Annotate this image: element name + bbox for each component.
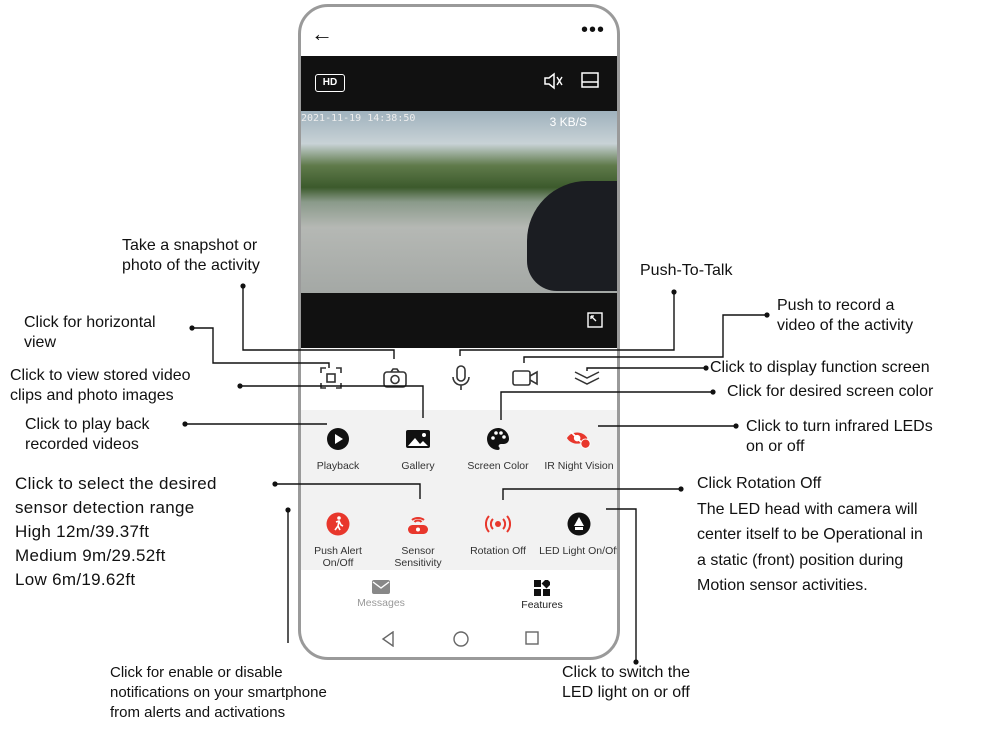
microphone-icon[interactable] <box>447 364 475 392</box>
mute-icon[interactable] <box>543 72 563 95</box>
annotation-line: High 12m/39.37ft <box>15 522 150 541</box>
tab-bar: Messages Features <box>301 572 617 622</box>
phone-mockup: ← ••• HD 2021-11-19 14:38:50 3 KB/S <box>298 4 620 660</box>
annotation-line: Motion sensor activities. <box>697 577 868 594</box>
eye-off-icon <box>566 426 592 452</box>
annotation-line: recorded videos <box>25 436 139 453</box>
signal-icon <box>485 511 511 537</box>
control-bar <box>301 350 617 408</box>
annotation-horizontal-view: Click for horizontal view <box>24 313 156 353</box>
record-video-icon[interactable] <box>511 364 539 392</box>
led-icon <box>566 511 592 537</box>
feature-rotation[interactable]: Rotation Off <box>458 511 538 557</box>
annotation-line: sensor detection range <box>15 498 195 517</box>
annotation-line: clips and photo images <box>10 387 174 404</box>
annotation-line: Click to switch the <box>562 664 691 681</box>
play-circle-icon <box>325 426 351 452</box>
feature-playback[interactable]: Playback <box>301 426 378 472</box>
feature-label: Screen Color <box>467 460 529 472</box>
annotation-playback: Click to play back recorded videos <box>25 415 150 455</box>
expand-chevron-icon[interactable] <box>573 364 601 392</box>
tab-label: Messages <box>357 597 405 609</box>
annotation-line: Medium 9m/29.52ft <box>15 546 166 565</box>
more-options-icon[interactable]: ••• <box>580 19 605 41</box>
back-arrow-icon[interactable]: ← <box>311 21 333 46</box>
annotation-push-to-talk: Push-To-Talk <box>640 262 733 279</box>
annotation-line: view <box>24 334 57 351</box>
car-in-feed <box>527 181 617 291</box>
feature-label: LED Light On/Off <box>539 545 619 557</box>
annotation-screen-color: Click for desired screen color <box>727 383 934 400</box>
fullscreen-icon[interactable] <box>587 312 603 333</box>
feature-push-alert[interactable]: Push Alert On/Off <box>301 511 378 569</box>
annotation-line: from alerts and activations <box>110 704 286 721</box>
annotation-sensor-range: Click to select the desired sensor detec… <box>15 472 217 592</box>
feature-sensor-sensitivity[interactable]: Sensor Sensitivity <box>378 511 458 569</box>
snapshot-camera-icon[interactable] <box>381 364 409 392</box>
features-panel: Playback Gallery Screen Color IR Night V… <box>301 410 617 570</box>
system-nav-bar <box>301 625 617 657</box>
feature-label: Gallery <box>401 460 435 472</box>
tab-label: Features <box>521 599 563 611</box>
walking-person-icon <box>325 511 351 537</box>
annotation-function-screen: Click to display function screen <box>710 359 930 376</box>
envelope-icon <box>341 580 421 597</box>
grid-icon <box>502 578 582 599</box>
video-timestamp: 2021-11-19 14:38:50 <box>301 113 416 124</box>
data-rate: 3 KB/S <box>549 115 587 129</box>
nav-back-icon[interactable] <box>381 630 395 652</box>
annotation-line: notifications on your smartphone <box>110 684 327 701</box>
feature-led-light[interactable]: LED Light On/Off <box>539 511 619 557</box>
sensor-icon <box>405 511 431 537</box>
horizontal-view-icon[interactable] <box>317 364 345 392</box>
top-bar: ← ••• <box>301 7 617 55</box>
feature-label: Playback <box>316 460 360 472</box>
annotation-line: Click to play back <box>25 416 150 433</box>
annotation-record: Push to record a video of the activity <box>777 296 913 336</box>
annotation-led-switch: Click to switch the LED light on or off <box>562 663 690 703</box>
nav-home-icon[interactable] <box>453 631 469 652</box>
annotation-line: The LED head with camera will <box>697 500 918 518</box>
feature-label: Rotation Off <box>470 545 526 557</box>
annotation-line: Click for enable or disable <box>110 664 283 681</box>
feature-label: Sensor Sensitivity <box>394 545 442 569</box>
annotation-notifications: Click for enable or disable notification… <box>110 663 327 723</box>
tab-features[interactable]: Features <box>502 578 582 611</box>
annotation-line: a static (front) position during <box>697 551 904 569</box>
nav-recents-icon[interactable] <box>525 631 539 650</box>
hd-badge[interactable]: HD <box>315 74 345 92</box>
annotation-line: on or off <box>746 438 805 455</box>
annotation-line: Take a snapshot or <box>122 237 258 254</box>
feature-gallery[interactable]: Gallery <box>378 426 458 472</box>
annotation-line: Click Rotation Off <box>697 475 822 492</box>
annotation-line: Push to record a <box>777 297 895 314</box>
annotation-line: Low 6m/19.62ft <box>15 570 136 589</box>
camera-feed: 2021-11-19 14:38:50 3 KB/S <box>301 111 617 293</box>
video-panel: HD 2021-11-19 14:38:50 3 KB/S <box>301 56 617 348</box>
annotation-line: Click to turn infrared LEDs <box>746 418 933 435</box>
layout-icon[interactable] <box>581 72 599 93</box>
annotation-infrared: Click to turn infrared LEDs on or off <box>746 417 933 457</box>
annotation-line: Click to view stored video <box>10 367 191 384</box>
tab-messages[interactable]: Messages <box>341 580 421 609</box>
feature-screen-color[interactable]: Screen Color <box>458 426 538 472</box>
image-icon <box>405 426 431 452</box>
feature-ir-night-vision[interactable]: IR Night Vision <box>539 426 617 472</box>
annotation-line: LED light on or off <box>562 684 690 701</box>
annotation-line: center itself to be Operational in <box>697 526 923 543</box>
palette-icon <box>485 426 511 452</box>
feature-label: Push Alert On/Off <box>314 545 362 569</box>
feature-label: IR Night Vision <box>544 460 614 472</box>
annotation-line: video of the activity <box>777 317 914 334</box>
annotation-stored-media: Click to view stored video clips and pho… <box>10 366 191 406</box>
annotation-line: Click for horizontal <box>24 314 156 331</box>
annotation-line: photo of the activity <box>122 257 260 274</box>
annotation-rotation: Click Rotation Off The LED head with cam… <box>697 471 923 599</box>
annotation-snapshot: Take a snapshot or photo of the activity <box>122 236 260 276</box>
annotation-line: Click to select the desired <box>15 474 217 493</box>
